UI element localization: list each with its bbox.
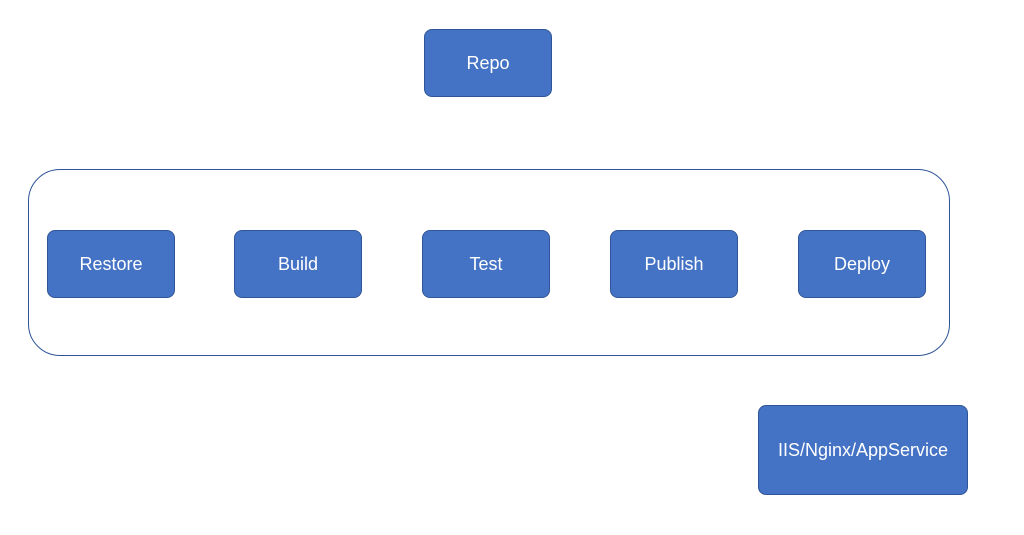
- pipeline-step-restore: Restore: [47, 230, 175, 298]
- pipeline-step-publish: Publish: [610, 230, 738, 298]
- pipeline-step-build: Build: [234, 230, 362, 298]
- repo-box: Repo: [424, 29, 552, 97]
- pipeline-step-test: Test: [422, 230, 550, 298]
- deployment-target-box: IIS/Nginx/AppService: [758, 405, 968, 495]
- pipeline-step-deploy: Deploy: [798, 230, 926, 298]
